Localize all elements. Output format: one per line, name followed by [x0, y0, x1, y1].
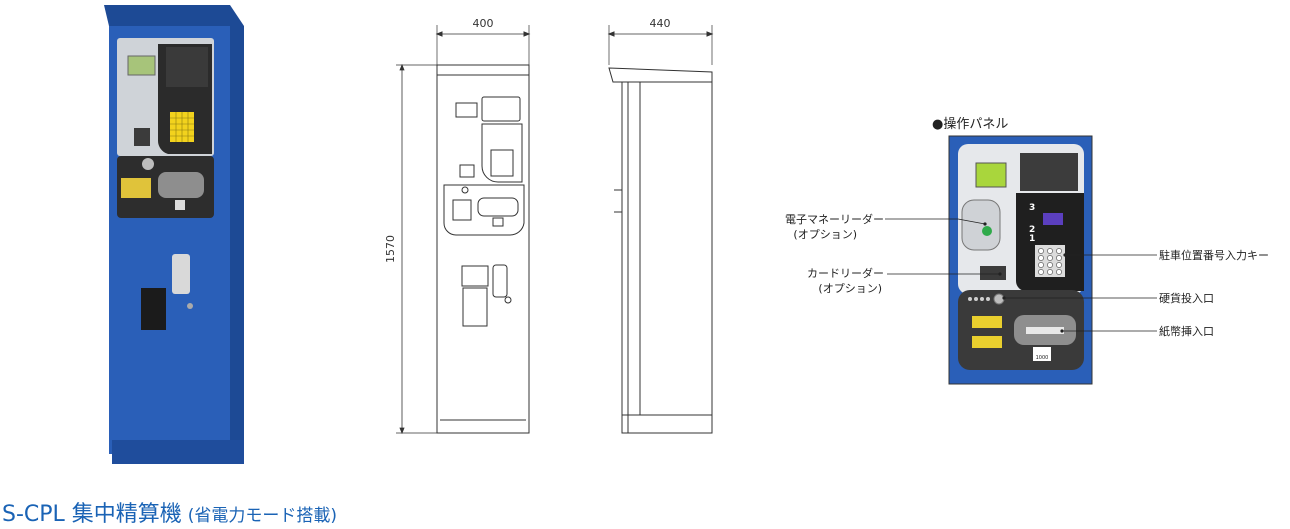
callout-card-line2: (オプション) — [818, 282, 882, 295]
callout-keypad: 駐車位置番号入力キー — [1159, 248, 1269, 262]
operation-panel: 3 2 1 1000 — [948, 135, 1093, 385]
product-title: S-CPL 集中精算機(省電力モード搭載) — [2, 496, 337, 528]
panel-bill-opening — [1026, 327, 1064, 334]
callout-coin: 硬貨投入口 — [1159, 291, 1214, 305]
photo-lock-icon — [187, 303, 193, 309]
panel-label-top — [972, 316, 1002, 328]
photo-lcd — [127, 55, 156, 76]
photo-keypad-grid — [170, 112, 194, 142]
photo-coin-slot — [142, 158, 154, 170]
panel-bill-icon — [1033, 347, 1051, 361]
callout-emoney-line1: 電子マネーリーダー — [785, 212, 884, 226]
front-drawing — [435, 25, 531, 434]
cabinet-roof — [104, 5, 244, 26]
callout-lines — [885, 218, 1157, 332]
panel-lcd — [975, 162, 1007, 188]
panel-coin-slot — [993, 293, 1005, 305]
side-outline — [621, 81, 713, 434]
panel-heading: ●操作パネル — [932, 116, 1008, 132]
product-note: (省電力モード搭載) — [187, 506, 338, 526]
photo-notice-label — [121, 178, 151, 198]
dim-height — [396, 63, 437, 435]
panel-dark-zone — [1016, 193, 1084, 291]
photo-display — [166, 47, 208, 87]
panel-emoney-reader — [961, 199, 1001, 251]
photo-card-slot — [134, 128, 150, 146]
panel-number-2: 2 — [1029, 225, 1035, 235]
panel-number-1: 1 — [1029, 234, 1035, 244]
side-roof — [608, 67, 713, 83]
machine-photo — [104, 5, 244, 464]
panel-number-3: 3 — [1029, 203, 1035, 213]
panel-display — [1020, 153, 1078, 191]
panel-purple-indicator — [1043, 213, 1063, 225]
dim-width-label: 400 — [473, 17, 494, 30]
side-drawing — [607, 25, 714, 434]
product-model: S-CPL 集中精算機 — [2, 502, 182, 527]
panel-coin-dots — [968, 297, 990, 301]
callout-bill: 紙幣挿入口 — [1159, 324, 1214, 338]
cabinet-base — [112, 440, 244, 464]
photo-bill-icon — [175, 200, 185, 210]
photo-change-outlet — [141, 288, 166, 330]
callout-card-line1: カードリーダー — [807, 266, 884, 280]
photo-bill-slot — [158, 172, 204, 198]
dim-height-label: 1570 — [384, 235, 397, 263]
front-outline — [436, 64, 530, 434]
dim-depth-label: 440 — [650, 17, 671, 30]
panel-bill-value: 1000 — [1036, 355, 1049, 361]
panel-label-bottom — [972, 336, 1002, 348]
callout-emoney-line2: (オプション) — [793, 228, 857, 241]
callout-dots — [983, 222, 1067, 333]
photo-receipt-slot — [172, 254, 190, 294]
panel-card-reader — [980, 266, 1006, 280]
cabinet-side-shade — [230, 26, 244, 454]
panel-emoney-icon — [982, 226, 992, 236]
panel-keypad-keys — [1038, 248, 1062, 275]
